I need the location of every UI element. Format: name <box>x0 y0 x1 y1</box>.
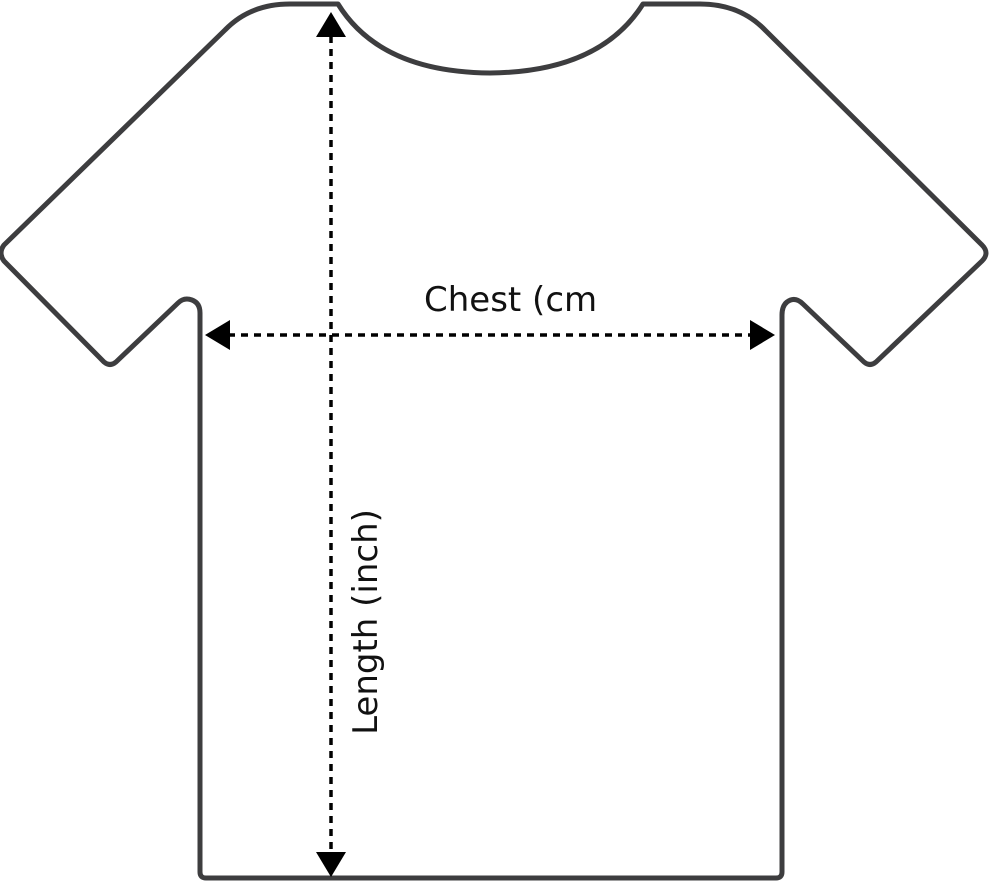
length-arrow-down-icon <box>316 852 346 877</box>
length-arrow-up-icon <box>316 12 346 37</box>
length-label: Length (inch) <box>346 509 386 735</box>
chest-arrow-left-icon <box>205 320 230 350</box>
chest-arrow-right-icon <box>750 320 775 350</box>
chest-label: Chest (cm <box>424 280 598 320</box>
